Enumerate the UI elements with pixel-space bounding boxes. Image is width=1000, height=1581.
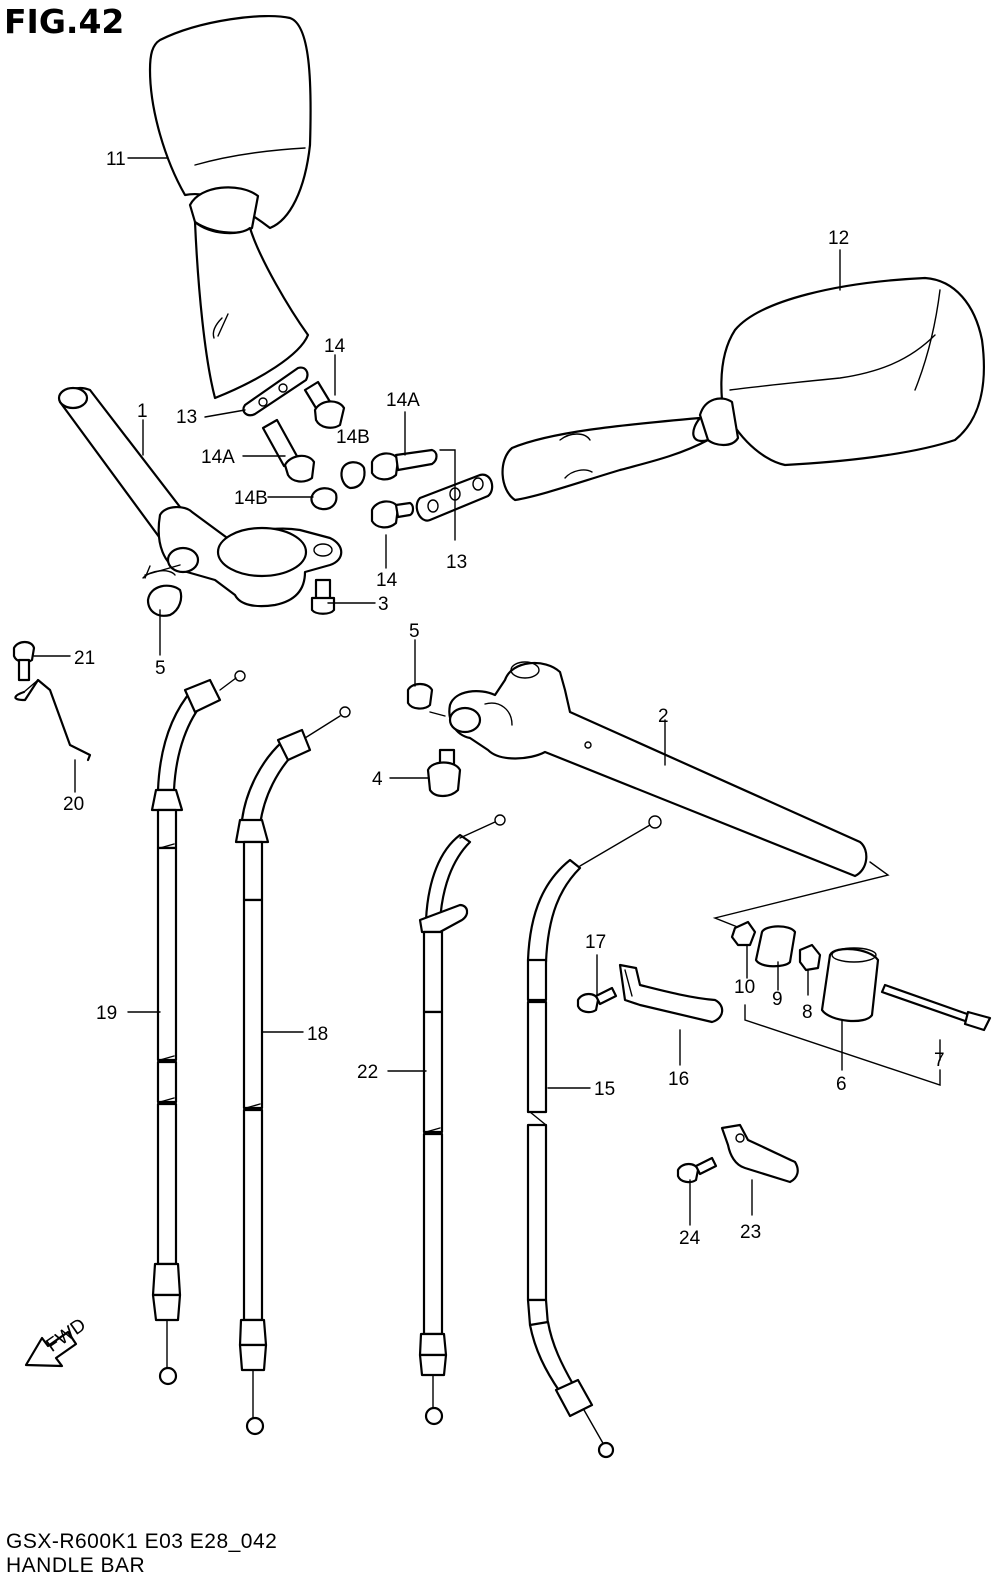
bolt-17[interactable] [576, 986, 618, 1014]
washer-14b-upper[interactable] [340, 461, 366, 490]
bolt-21[interactable] [12, 640, 36, 682]
callout-4: 4 [372, 769, 383, 790]
diagram-name: HANDLE BAR [6, 1554, 146, 1577]
mirror-right[interactable] [501, 276, 985, 502]
cable-15[interactable] [526, 815, 662, 1459]
callout-23: 23 [740, 1222, 761, 1243]
bolt-14-lower[interactable] [370, 500, 415, 529]
bolt-14-upper[interactable] [303, 380, 346, 429]
callout-12: 12 [828, 228, 849, 249]
bolt-24[interactable] [676, 1156, 718, 1184]
plug-left[interactable] [146, 584, 183, 617]
bolt-14a-right[interactable] [370, 448, 438, 481]
callout-labels: 11 12 1 13 14 14A 14B 14A 14B 13 14 3 5 … [63, 149, 945, 1249]
callout-13-upper: 13 [176, 407, 197, 428]
callout-2: 2 [658, 706, 669, 727]
clamp-16[interactable] [618, 963, 724, 1024]
callout-8: 8 [802, 1002, 813, 1023]
bolt-14a-left[interactable] [261, 418, 316, 483]
callout-3: 3 [378, 594, 389, 615]
cut-lines [144, 565, 890, 931]
washer-14b-lower[interactable] [310, 487, 338, 511]
callout-5-left: 5 [155, 658, 166, 679]
callout-14a-right: 14A [386, 390, 420, 411]
balancer-collar-10[interactable] [730, 920, 757, 947]
callout-19: 19 [96, 1003, 117, 1024]
figure-title: FIG.42 [4, 2, 125, 41]
callout-13-lower: 13 [446, 552, 467, 573]
callout-11: 11 [106, 149, 126, 170]
cable-19[interactable] [150, 670, 246, 1386]
handle-bar-left[interactable] [57, 386, 343, 608]
clamp-20[interactable] [14, 678, 92, 762]
leader-lines [33, 157, 941, 1226]
callout-9: 9 [772, 989, 783, 1010]
balancer-nut-8[interactable] [798, 943, 822, 972]
callout-14-upper: 14 [324, 336, 346, 357]
callout-15: 15 [594, 1079, 615, 1100]
callout-1: 1 [137, 401, 148, 422]
plug-right[interactable] [406, 682, 434, 710]
callout-10: 10 [734, 977, 755, 998]
cable-22[interactable] [418, 814, 506, 1426]
fwd-arrow-icon: FWD [24, 1315, 90, 1368]
callout-18: 18 [307, 1024, 328, 1045]
callout-14b-lower: 14B [234, 488, 268, 509]
callout-7: 7 [934, 1050, 945, 1071]
callout-20: 20 [63, 794, 84, 815]
callout-5-right: 5 [409, 621, 420, 642]
callout-14b-upper: 14B [336, 427, 370, 448]
callout-21: 21 [74, 648, 95, 669]
plate-13-upper[interactable] [242, 366, 309, 417]
callout-14-lower: 14 [376, 570, 398, 591]
balancer-weight-6[interactable] [820, 947, 880, 1023]
bolt-4[interactable] [426, 748, 462, 798]
callout-6: 6 [836, 1074, 847, 1095]
clamp-23[interactable] [720, 1123, 799, 1184]
balancer-spacer-9[interactable] [754, 925, 797, 968]
callout-17: 17 [585, 932, 606, 953]
callout-22: 22 [357, 1062, 378, 1083]
balancer-screw-7[interactable] [880, 983, 992, 1032]
callout-24: 24 [679, 1228, 701, 1249]
handle-bar-right[interactable] [429, 661, 868, 878]
cable-18[interactable] [234, 706, 351, 1436]
diagram-reference: GSX-R600K1 E03 E28_042 [6, 1530, 278, 1553]
mirror-left[interactable] [148, 14, 312, 400]
callout-14a-left: 14A [201, 447, 235, 468]
bolt-3[interactable] [310, 578, 336, 615]
callout-16: 16 [668, 1069, 689, 1090]
